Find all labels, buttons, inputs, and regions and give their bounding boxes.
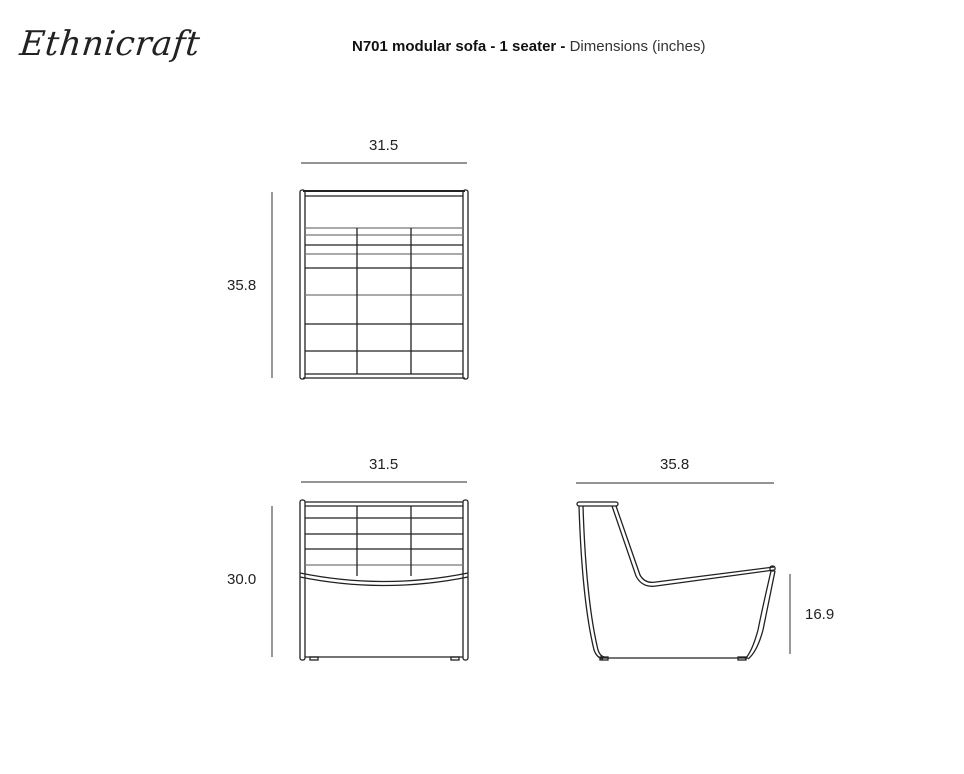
product-title: N701 modular sofa - 1 seater - (352, 38, 570, 55)
front-view (271, 481, 469, 661)
page-title: N701 modular sofa - 1 seater - Dimension… (352, 38, 705, 55)
front-view-width-label: 31.5 (369, 456, 399, 473)
side-view-seat-height-label: 16.9 (805, 606, 835, 623)
side-view-depth-label: 35.8 (660, 456, 690, 473)
top-view-width-label: 31.5 (369, 137, 399, 154)
top-view (271, 162, 469, 380)
top-view-depth-label: 35.8 (227, 277, 257, 294)
side-view (576, 482, 791, 661)
front-view-height-label: 30.0 (227, 571, 257, 588)
dimensions-unit-label: Dimensions (inches) (569, 38, 706, 55)
